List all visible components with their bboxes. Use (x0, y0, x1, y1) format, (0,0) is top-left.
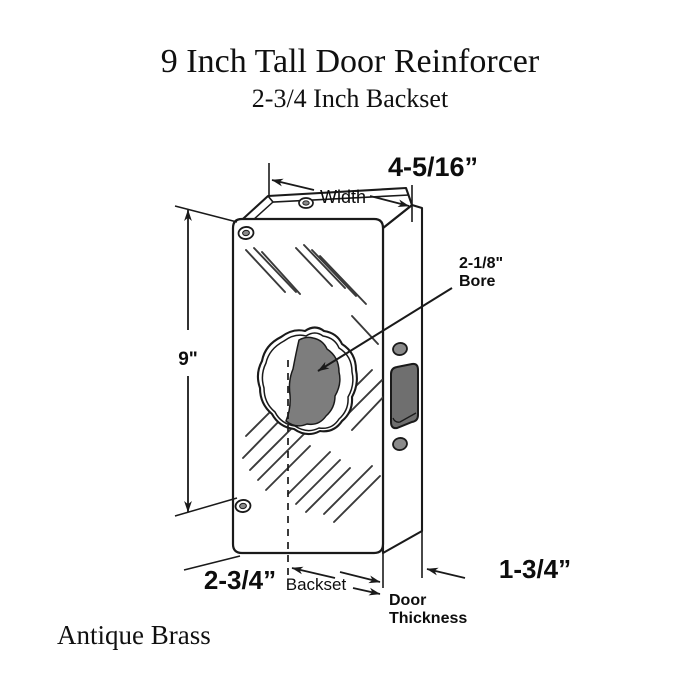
page-subtitle: 2-3/4 Inch Backset (251, 84, 449, 114)
thickness-dim-arrow-right (352, 587, 381, 596)
plate-screw-holes (234, 197, 314, 513)
latch-face-plate (390, 342, 419, 451)
backset-name-label: Backset (286, 575, 347, 594)
height-ext-line-top (174, 205, 238, 223)
height-dimension: 9" (174, 205, 238, 517)
screw-hole-bottom-left-inner (239, 502, 247, 510)
backset-ext-line-left (183, 555, 241, 571)
reinforcer-plate-body (231, 186, 424, 555)
finish-label: Antique Brass (57, 620, 211, 650)
screw-hole-top-left-inner (242, 229, 250, 237)
thickness-dim-arrow-left (426, 567, 466, 579)
backset-value-label: 2-3/4” (204, 565, 276, 595)
backset-dimension: 2-3/4” Backset (183, 360, 384, 595)
latch-plate-rect (390, 362, 419, 430)
backset-dim-arrow-left (291, 566, 336, 579)
latch-screw-hole-bottom (392, 437, 408, 451)
height-ext-line-bottom (174, 497, 238, 517)
width-value-label: 4-5/16” (388, 152, 478, 182)
width-dimension: Width 4-5/16” (268, 152, 478, 222)
width-dim-line-right (369, 195, 410, 208)
thickness-value-label: 1-3/4” (499, 554, 571, 584)
screw-hole-top-edge-inner (302, 200, 310, 206)
bore-hole (256, 326, 358, 436)
bore-name-label: Bore (459, 273, 496, 290)
thickness-name-line1: Door (389, 592, 426, 609)
width-dimension-label: Width (320, 187, 366, 207)
thickness-name-line2: Thickness (389, 610, 467, 627)
height-dimension-label: 9" (178, 349, 198, 370)
bore-value-label: 2-1/8" (459, 255, 503, 272)
title-block: 9 Inch Tall Door Reinforcer 2-3/4 Inch B… (0, 43, 700, 114)
width-dim-line-left (271, 178, 315, 191)
page-title: 9 Inch Tall Door Reinforcer (160, 43, 540, 80)
bore-leader-line (317, 287, 453, 372)
door-thickness-dimension: Door Thickness 1-3/4” (352, 531, 571, 627)
latch-plate-highlight (392, 412, 417, 423)
bore-shadow-fill (285, 336, 341, 427)
latch-screw-hole-top (392, 342, 408, 356)
bore-callout: 2-1/8" Bore (317, 255, 503, 372)
backset-dim-arrow-right (339, 571, 381, 584)
